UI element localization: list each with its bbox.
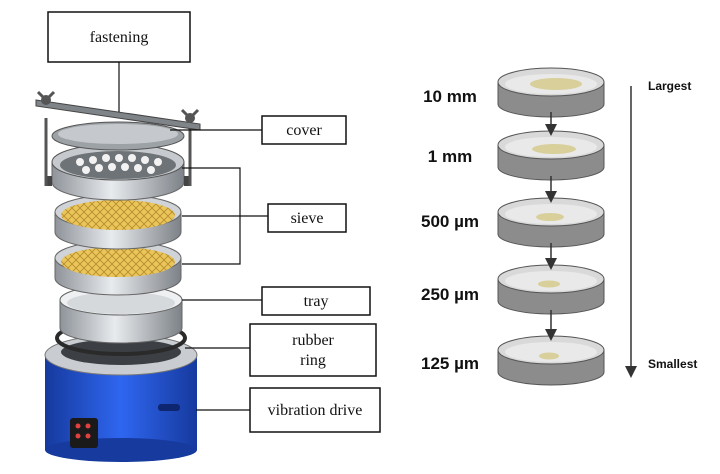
- size-label-1: 10 mm: [423, 87, 477, 106]
- sieve-dish-3: [497, 197, 605, 248]
- scale-label-largest: Largest: [648, 79, 691, 93]
- sieve-upper: [54, 194, 182, 250]
- size-label-2: 1 mm: [428, 147, 472, 166]
- sieve-series: 10 mm 1 mm 500 µm 250 µm 125 µm Largest …: [421, 67, 697, 386]
- callout-rubber-ring: rubber ring: [185, 323, 377, 377]
- fastening-bar: [35, 90, 201, 131]
- callout-tray: tray: [182, 286, 371, 316]
- callout-cover: cover: [170, 115, 347, 145]
- size-label-4: 250 µm: [421, 285, 479, 304]
- label-sieve: sieve: [291, 210, 324, 227]
- callout-vibration-drive: vibration drive: [196, 387, 381, 433]
- vibration-drive-base: [44, 334, 198, 462]
- callout-fastening: fastening: [47, 11, 191, 112]
- sieve-lower: [54, 240, 182, 296]
- sieve-dish-4: [497, 264, 605, 315]
- size-label-5: 125 µm: [421, 354, 479, 373]
- sieve-dish-1: [497, 67, 605, 118]
- label-rubber: rubber: [292, 332, 334, 349]
- sieve-perforated: [46, 143, 190, 201]
- apparatus: fastening cover sieve tray rubber: [35, 11, 381, 462]
- sieve-dish-2: [497, 130, 605, 181]
- cover-part: [51, 121, 185, 151]
- label-fastening: fastening: [90, 29, 149, 46]
- size-label-3: 500 µm: [421, 212, 479, 231]
- callout-sieve: sieve: [182, 167, 347, 265]
- label-vibration-drive: vibration drive: [268, 402, 363, 419]
- sieve-dish-5: [497, 335, 605, 386]
- scale-label-smallest: Smallest: [648, 357, 697, 371]
- control-panel: [70, 418, 98, 448]
- label-ring: ring: [300, 352, 326, 369]
- label-cover: cover: [286, 122, 322, 139]
- label-tray: tray: [304, 293, 329, 310]
